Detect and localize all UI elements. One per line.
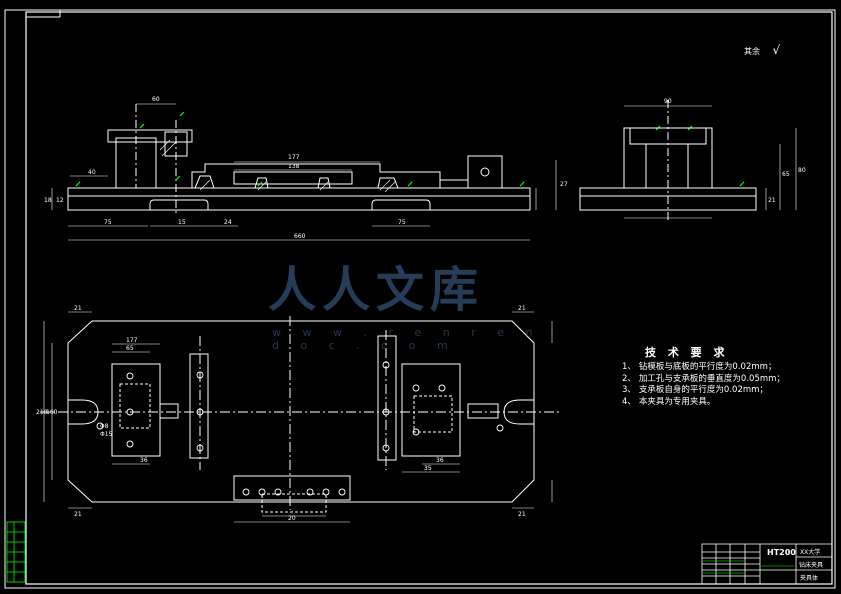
front-dim-labels: 60 177 138 40 18 12 15 75 24 75 27 660 bbox=[44, 96, 568, 240]
plan-dim-labels: 21 21 177 65 36 Φ8 Φ15 36 35 210 160 20 … bbox=[36, 305, 526, 522]
dim-label: 21 bbox=[768, 197, 776, 204]
base-plate bbox=[67, 187, 531, 211]
plan-view bbox=[40, 311, 560, 523]
right-inner bbox=[413, 395, 453, 433]
dim-label: 60 bbox=[152, 96, 160, 103]
tech-item: 1、钻模板与底板的平行度为0.02mm； bbox=[622, 362, 777, 372]
dim-label: 160 bbox=[46, 409, 58, 416]
dim-label: 210 bbox=[36, 409, 48, 416]
dim-label: Φ8 bbox=[100, 423, 109, 430]
dim-label: 35 bbox=[424, 465, 432, 472]
dim-label: 21 bbox=[74, 511, 82, 518]
tech-item: 3、支承板自身的平行度为0.02mm； bbox=[622, 385, 768, 395]
roughness-icon: √ bbox=[772, 43, 781, 57]
right-hole bbox=[480, 167, 490, 177]
tech-item: 2、加工孔与支承板的垂直度为0.05mm； bbox=[622, 373, 785, 384]
left-bar bbox=[189, 353, 209, 459]
dim-label: 177 bbox=[126, 337, 138, 344]
tech-requirements-list: 1、钻模板与底板的平行度为0.02mm； 2、加工孔与支承板的垂直度为0.05m… bbox=[622, 362, 822, 408]
dim-label: 21 bbox=[74, 305, 82, 312]
dim-label: 75 bbox=[398, 219, 406, 226]
tech-requirements-title: 技 术 要 求 bbox=[645, 346, 729, 359]
dim-label: 65 bbox=[782, 171, 790, 178]
left-top-plate bbox=[107, 129, 193, 143]
bottom-strip bbox=[233, 475, 351, 501]
side-view bbox=[579, 100, 797, 220]
left-tab bbox=[159, 403, 179, 419]
dim-label: 18 bbox=[44, 197, 52, 204]
right-bar bbox=[377, 335, 397, 461]
pin-right bbox=[377, 177, 399, 189]
dim-label: 65 bbox=[126, 345, 134, 352]
outer-border bbox=[4, 9, 836, 589]
dim-label: 80 bbox=[798, 167, 806, 174]
dim-label: 36 bbox=[140, 457, 148, 464]
title-block-school: XX大学 bbox=[800, 549, 821, 556]
plan-holes bbox=[96, 361, 504, 496]
title-block-part-name: 夹具体 bbox=[800, 575, 819, 582]
inner-border bbox=[25, 11, 833, 585]
dim-label: 21 bbox=[518, 305, 526, 312]
right-tab bbox=[467, 403, 499, 419]
tech-item: 4、本夹具为专用夹具。 bbox=[622, 396, 716, 407]
dim-label: Φ15 bbox=[100, 431, 113, 438]
roughness-note: 其余 √ bbox=[744, 43, 780, 57]
dim-label: 24 bbox=[224, 219, 232, 226]
base-recess bbox=[149, 199, 209, 210]
title-block-material: HT200 bbox=[767, 548, 796, 557]
left-inner bbox=[119, 383, 151, 429]
front-view bbox=[51, 103, 557, 241]
dim-label: 21 bbox=[518, 511, 526, 518]
roughness-text: 其余 bbox=[744, 47, 760, 56]
accent-marks bbox=[75, 111, 745, 187]
pin-left2 bbox=[317, 177, 331, 189]
right-clamp-block bbox=[401, 363, 461, 457]
pin-mid bbox=[194, 175, 215, 189]
title-block bbox=[701, 543, 833, 585]
dim-label: 20 bbox=[288, 515, 296, 522]
dim-label: 90 bbox=[664, 98, 672, 105]
left-index-strip bbox=[6, 521, 26, 583]
right-block-small bbox=[439, 179, 469, 189]
plan-outline bbox=[67, 320, 535, 503]
base-recess bbox=[371, 199, 431, 210]
dim-label: 138 bbox=[288, 163, 300, 170]
mid-plate bbox=[191, 163, 441, 188]
left-clamp-block bbox=[111, 363, 161, 457]
dim-label: 660 bbox=[294, 233, 306, 240]
right-block bbox=[467, 155, 503, 189]
bottom-inner bbox=[261, 493, 327, 513]
mid-upper bbox=[233, 171, 353, 185]
dim-label: 27 bbox=[560, 181, 568, 188]
dim-label: 177 bbox=[288, 154, 300, 161]
title-block-drawing-name: 钻床夹具 bbox=[799, 562, 824, 569]
side-dim-labels: 90 65 80 21 bbox=[664, 98, 806, 204]
dim-label: 15 bbox=[178, 219, 186, 226]
dim-label: 40 bbox=[88, 169, 96, 176]
title-block-green bbox=[703, 560, 794, 574]
dim-label: 75 bbox=[104, 219, 112, 226]
hatching bbox=[159, 139, 397, 193]
dim-label: 36 bbox=[436, 457, 444, 464]
dim-label: 12 bbox=[56, 197, 64, 204]
pin-left bbox=[254, 177, 269, 189]
side-inner bbox=[645, 143, 689, 189]
